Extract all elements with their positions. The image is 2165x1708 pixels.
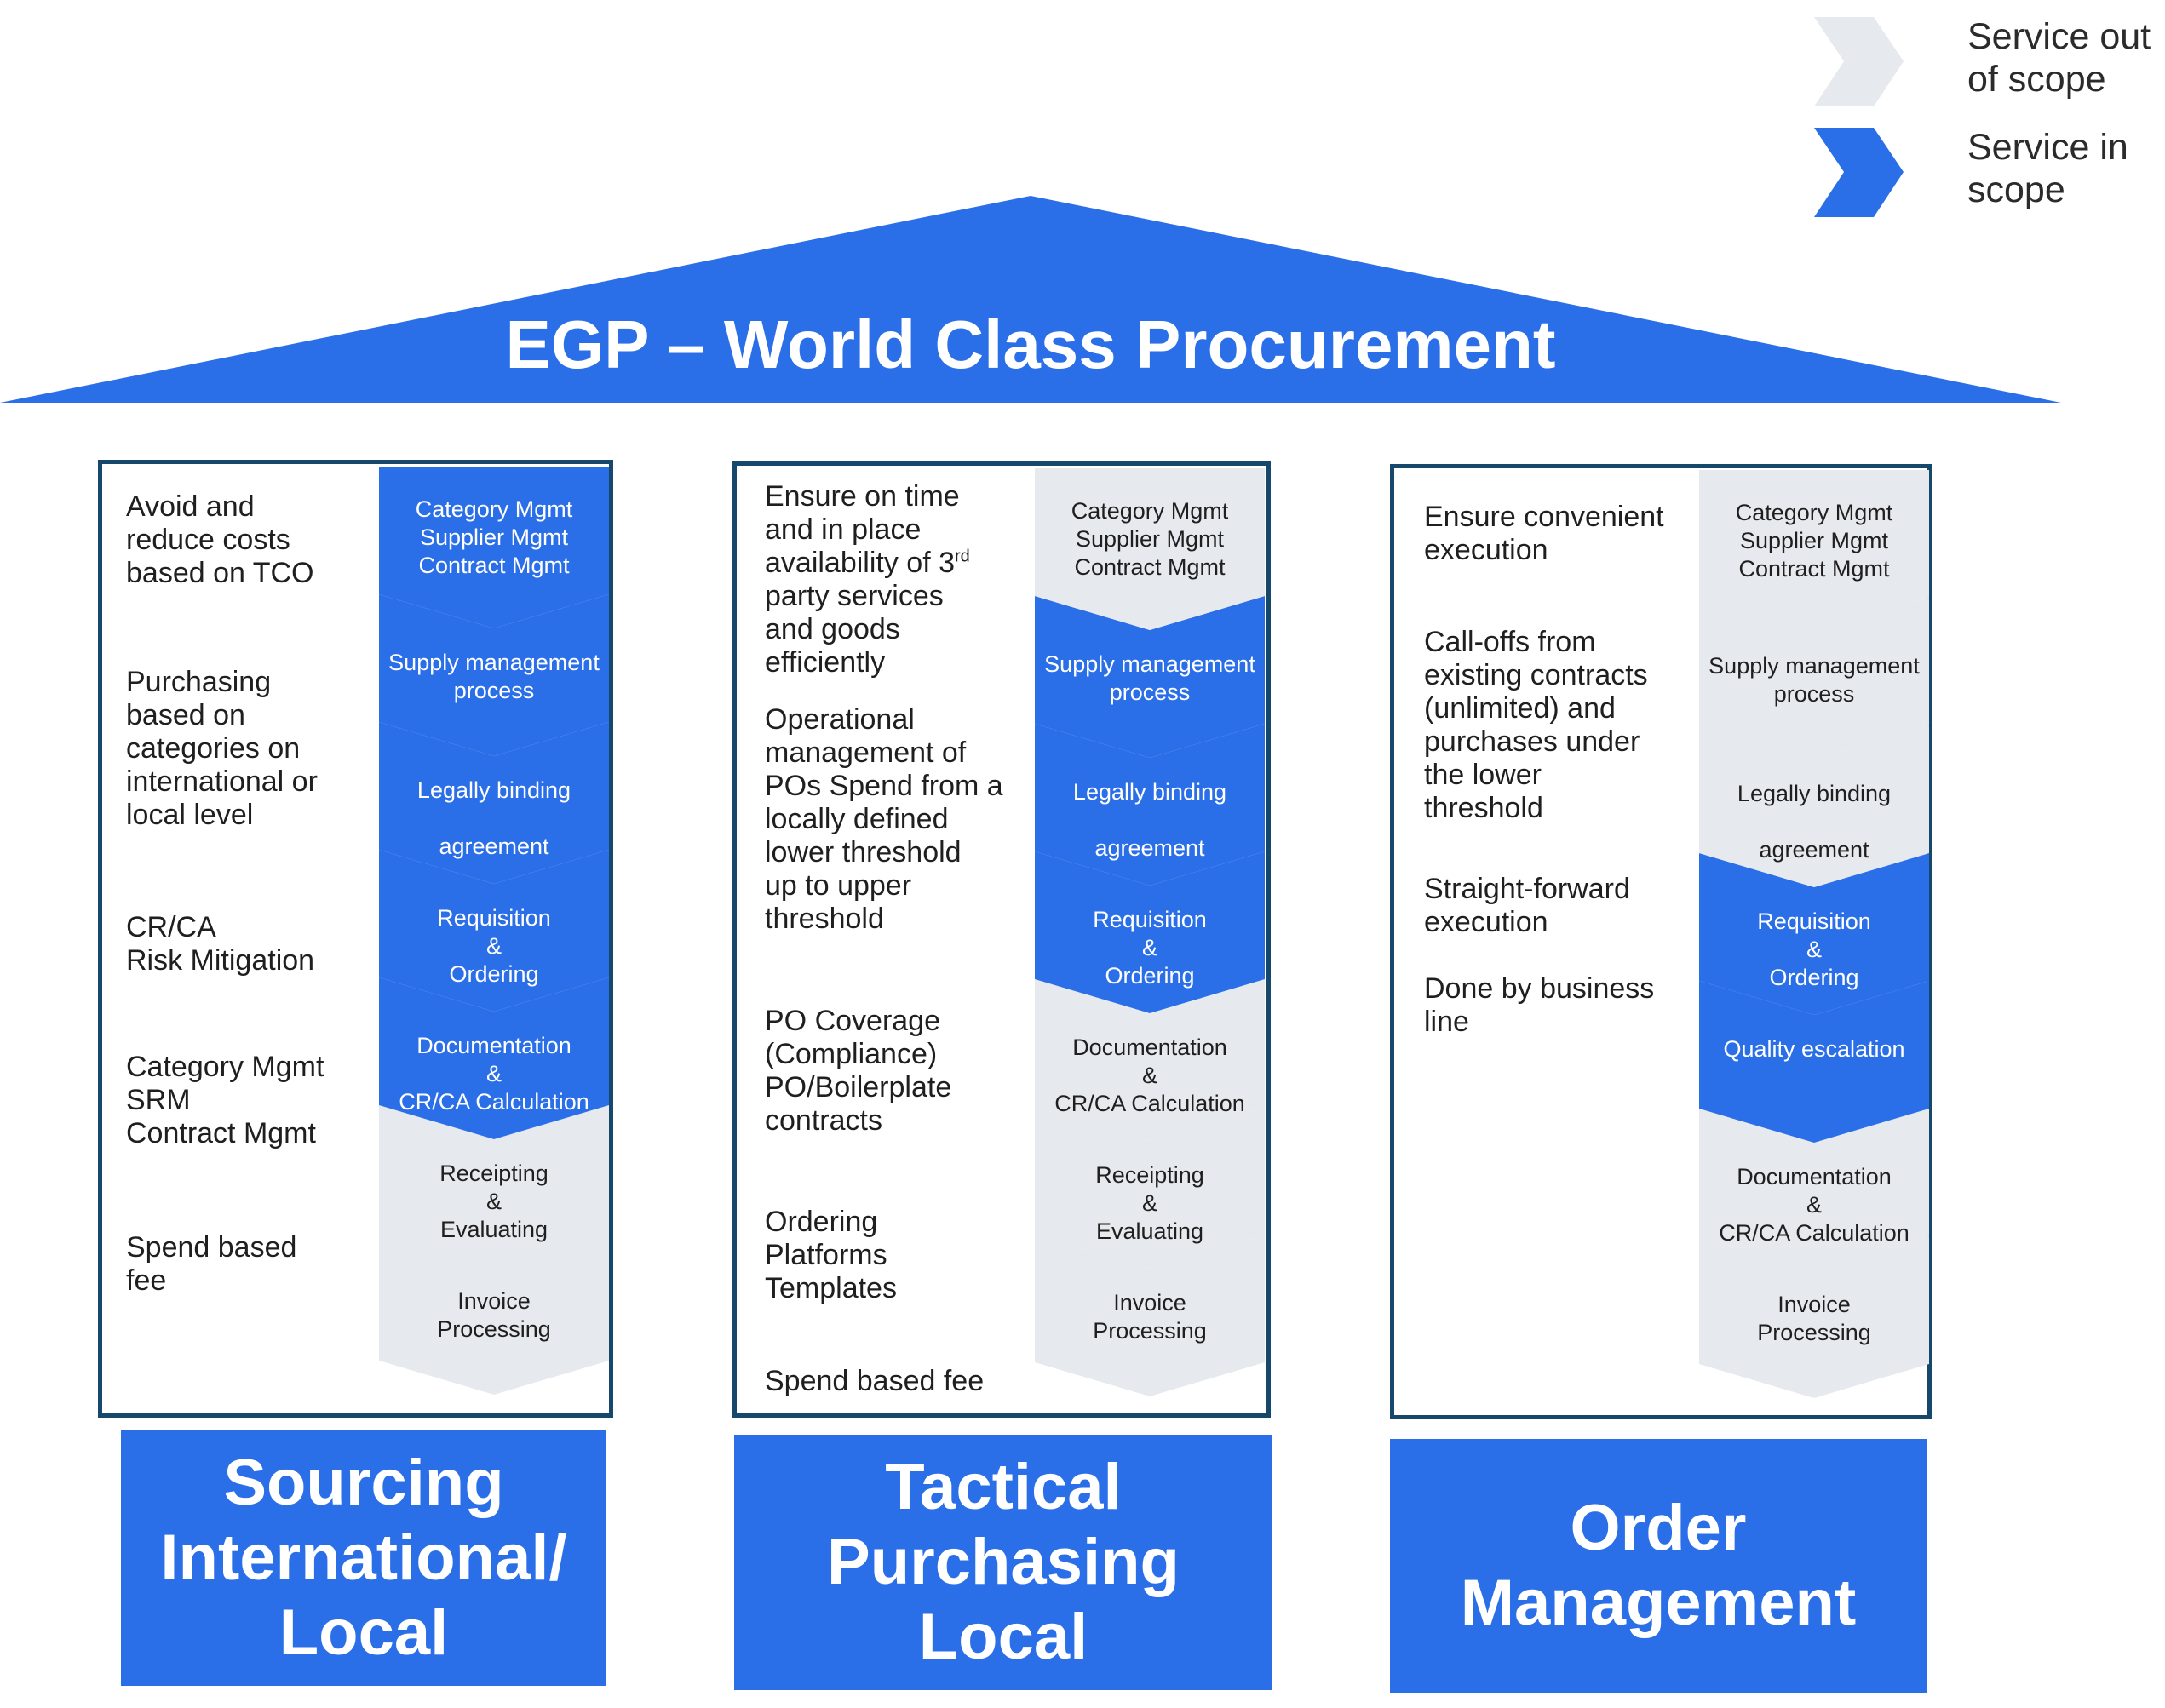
pillar-base-order-management: Order Management [1390,1439,1927,1693]
tactical-desc-superscript: rd [955,547,970,566]
pillar-base-tactical: Tactical Purchasing Local [734,1435,1272,1690]
tactical-desc-po-coverage: PO Coverage (Compliance) PO/Boilerplate … [765,1005,952,1137]
pillar-base-tactical-line-1: Tactical [885,1451,1122,1523]
pillar-base-tactical-line-3: Local [918,1601,1088,1673]
sourcing-desc-fee: Spend based fee [126,1231,297,1297]
order-desc-convenient: Ensure convenient execution [1424,501,1664,566]
process-step: Supply management process [379,594,609,756]
process-step: Category Mgmt Supplier Mgmt Contract Mgm… [1699,470,1929,632]
roof-shape [0,196,2061,403]
process-step: Receipting & Evaluating [379,1105,609,1267]
legend-in-scope-chevron-icon [1814,128,1904,217]
pillar-base-order-line-2: Management [1460,1567,1857,1639]
pillar-base-sourcing-line-2: International/ [160,1522,567,1594]
process-step: Category Mgmt Supplier Mgmt Contract Mgm… [379,467,609,628]
process-order-management: Category Mgmt Supplier Mgmt Contract Mgm… [1699,470,1929,1396]
sourcing-desc-mgmt: Category Mgmt SRM Contract Mgmt [126,1051,324,1149]
tactical-desc-availability: Ensure on time and in place availability… [765,480,970,580]
sourcing-desc-tco: Avoid and reduce costs based on TCO [126,490,314,589]
sourcing-desc-categories: Purchasing based on categories on intern… [126,666,318,831]
pillar-base-order-line-1: Order [1570,1492,1747,1564]
process-step: Requisition & Ordering [1699,853,1929,1015]
process-step: Category Mgmt Supplier Mgmt Contract Mgm… [1035,468,1265,630]
pillar-base-sourcing: Sourcing International/ Local [121,1430,606,1686]
pillar-base-sourcing-line-3: Local [279,1596,449,1669]
tactical-desc-operational: Operational management of POs Spend from… [765,703,1003,935]
order-desc-calloffs: Call-offs from existing contracts (unlim… [1424,626,1648,824]
process-step: Documentation & CR/CA Calculation [379,977,609,1139]
legend-out-of-scope-chevron-icon [1814,17,1904,106]
tactical-desc-fee: Spend based fee [765,1365,985,1397]
legend-out-of-scope-label: Service out of scope [1967,16,2151,100]
process-tactical: Category Mgmt Supplier Mgmt Contract Mgm… [1035,468,1265,1396]
order-desc-straight-forward: Straight-forward execution [1424,873,1630,938]
sourcing-desc-risk: CR/CA Risk Mitigation [126,911,315,977]
roof-title: EGP – World Class Procurement [505,307,1556,382]
process-sourcing: Category Mgmt Supplier Mgmt Contract Mgm… [379,467,609,1395]
legend-in-scope-label: Service in scope [1967,127,2128,210]
pillar-base-tactical-line-2: Purchasing [827,1526,1180,1598]
tactical-desc-availability-text: Ensure on time and in place availability… [765,480,960,579]
process-step: Invoice Processing [1699,1236,1929,1398]
pillar-base-sourcing-line-1: Sourcing [223,1447,504,1519]
process-step: Invoice Processing [1035,1235,1265,1396]
tactical-desc-services: party services and goods efficiently [765,580,944,679]
tactical-desc-ordering-platforms: Ordering Platforms Templates [765,1206,897,1304]
order-desc-business-line: Done by business line [1424,972,1655,1038]
